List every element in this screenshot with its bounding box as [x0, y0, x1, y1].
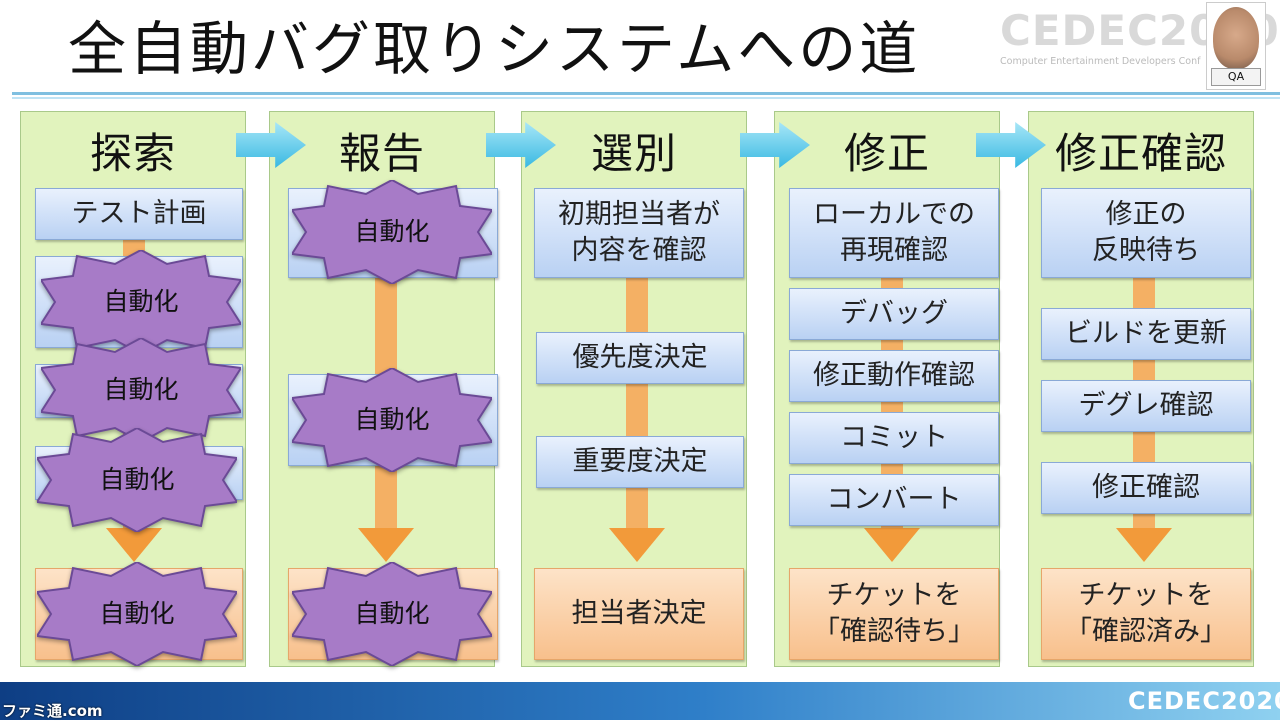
column-verify: 修正確認 修正の 反映待ち ビルドを更新 デグレ確認 修正確認 チケットを 「確…	[1028, 111, 1254, 667]
step-box: コンバート	[789, 474, 999, 526]
cedec-logo-subtitle: Computer Entertainment Developers Conf	[1000, 56, 1201, 67]
burst-label: 自動化	[354, 405, 430, 434]
burst-label: 自動化	[99, 599, 175, 628]
header-divider	[12, 92, 1280, 95]
column-report: 報告 自動化 自動化 自動化	[269, 111, 498, 667]
step-box: テスト計画	[35, 188, 243, 240]
step-box: デグレ確認	[1041, 380, 1251, 432]
step-box: コミット	[789, 412, 999, 464]
step-box-final: チケットを 「確認済み」	[1041, 568, 1251, 660]
step-box: 重要度決定	[536, 436, 744, 488]
down-arrow-icon	[864, 528, 920, 562]
automation-burst: 自動化	[292, 368, 492, 472]
burst-shape	[292, 562, 492, 666]
speaker-face	[1213, 7, 1259, 69]
burst-label: 自動化	[103, 287, 179, 316]
automation-burst: 自動化	[37, 562, 237, 666]
down-arrow-icon	[609, 528, 665, 562]
step-box: ローカルでの 再現確認	[789, 188, 999, 278]
burst-label: 自動化	[103, 375, 179, 404]
burst-shape	[37, 428, 237, 532]
column-title: 選別	[590, 129, 677, 178]
automation-burst: 自動化	[41, 250, 241, 354]
speaker-webcam: QA	[1206, 2, 1266, 90]
burst-shape	[41, 338, 241, 442]
automation-burst: 自動化	[292, 562, 492, 666]
automation-burst: 自動化	[37, 428, 237, 532]
column-title: 修正確認	[1054, 129, 1227, 178]
step-box: 修正の 反映待ち	[1041, 188, 1251, 278]
column-title: 探索	[89, 129, 176, 178]
footer-bar	[0, 682, 1280, 720]
step-box: 初期担当者が 内容を確認	[534, 188, 744, 278]
down-arrow-icon	[106, 528, 162, 562]
burst-label: 自動化	[354, 217, 430, 246]
burst-label: 自動化	[99, 465, 175, 494]
flow-spine	[626, 278, 648, 530]
burst-shape	[41, 250, 241, 354]
automation-burst: 自動化	[41, 338, 241, 442]
down-arrow-icon	[1116, 528, 1172, 562]
column-title: 修正	[843, 129, 930, 178]
speaker-badge: QA	[1211, 68, 1261, 86]
step-box-final: チケットを 「確認待ち」	[789, 568, 999, 660]
burst-shape	[292, 180, 492, 284]
step-box-final: 担当者決定	[534, 568, 744, 660]
flow-spine	[881, 278, 903, 530]
footer-logo: CEDEC2020	[1128, 687, 1280, 715]
burst-shape	[292, 368, 492, 472]
step-box: デバッグ	[789, 288, 999, 340]
slide-title: 全自動バグ取りシステムへの道	[68, 15, 921, 83]
step-box: 修正確認	[1041, 462, 1251, 514]
down-arrow-icon	[358, 528, 414, 562]
automation-burst: 自動化	[292, 180, 492, 284]
column-triage: 選別 初期担当者が 内容を確認 優先度決定 重要度決定 担当者決定	[521, 111, 747, 667]
burst-shape	[37, 562, 237, 666]
step-box: 優先度決定	[536, 332, 744, 384]
watermark: ファミ通.com	[2, 702, 103, 720]
header-divider-light	[12, 97, 1280, 99]
column-fix: 修正 ローカルでの 再現確認 デバッグ 修正動作確認 コミット コンバート チケ…	[774, 111, 1000, 667]
burst-label: 自動化	[354, 599, 430, 628]
step-box: ビルドを更新	[1041, 308, 1251, 360]
column-title: 報告	[338, 129, 425, 178]
step-box: 修正動作確認	[789, 350, 999, 402]
column-explore: 探索 テスト計画 自動化 自動化 自動化 自動化	[20, 111, 246, 667]
